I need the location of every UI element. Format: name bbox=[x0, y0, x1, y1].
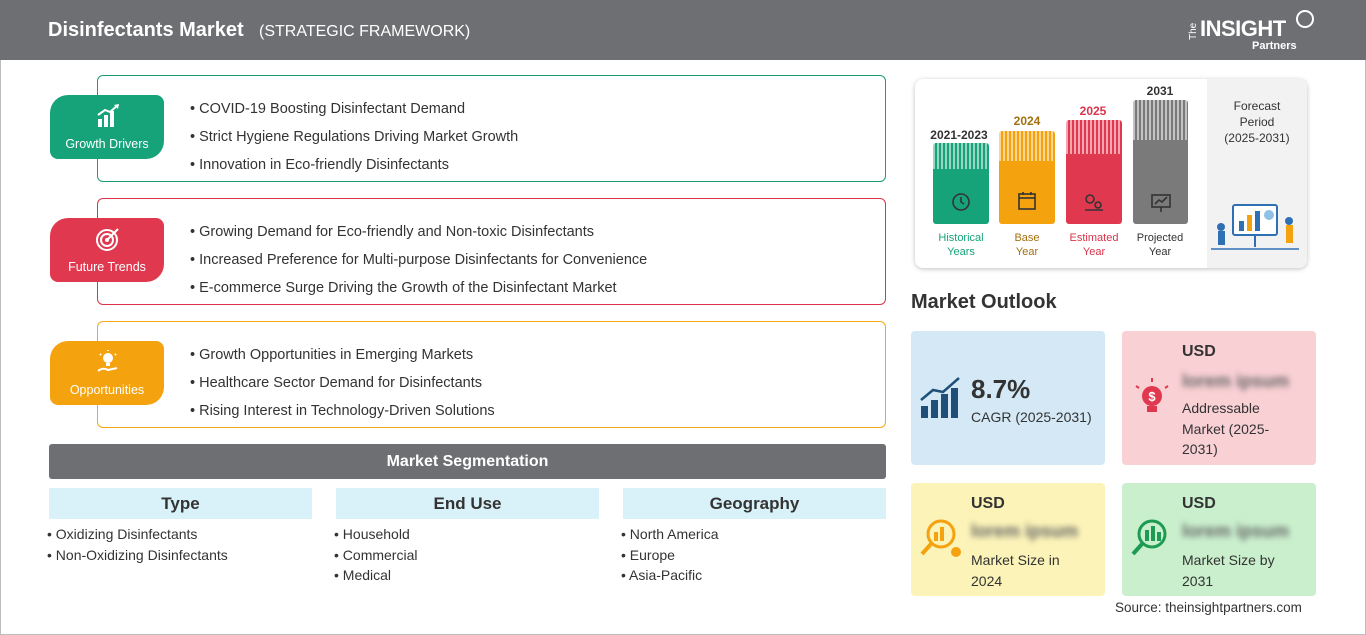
addressable-value: lorem ipsum bbox=[1182, 371, 1290, 391]
list-item: COVID-19 Boosting Disinfectant Demand bbox=[190, 95, 518, 123]
segment-heading-type: Type bbox=[49, 488, 312, 519]
future-trends-badge: Future Trends bbox=[50, 218, 164, 282]
page-subtitle: (STRATEGIC FRAMEWORK) bbox=[259, 23, 471, 40]
market-size-2031-currency: USD bbox=[1182, 495, 1216, 512]
opportunities-card: Growth Opportunities in Emerging Markets… bbox=[97, 321, 886, 428]
period-caption-base: Base Year bbox=[1014, 232, 1040, 258]
period-year-estimated: 2025 bbox=[1079, 104, 1107, 118]
target-icon bbox=[96, 228, 119, 251]
lightbulb-hand-icon bbox=[97, 350, 118, 372]
list-item: Household bbox=[334, 524, 417, 545]
period-bar-projected bbox=[1133, 100, 1188, 224]
segmentation-title: Market Segmentation bbox=[49, 444, 886, 479]
logo-insight: INSIGHT bbox=[1200, 16, 1286, 41]
bar-chart-growth-icon bbox=[97, 104, 119, 127]
gears-chart-icon bbox=[1085, 194, 1103, 211]
list-item: Medical bbox=[334, 565, 417, 586]
logo-partners: Partners bbox=[1252, 40, 1297, 52]
addressable-label: Addressable Market (2025- 2031) bbox=[1182, 400, 1270, 457]
list-item: Growth Opportunities in Emerging Markets bbox=[190, 341, 495, 369]
future-trends-card: Growing Demand for Eco-friendly and Non-… bbox=[97, 198, 886, 305]
market-size-2024-label: Market Size in 2024 bbox=[971, 552, 1060, 589]
list-item: Commercial bbox=[334, 545, 418, 566]
list-item: Oxidizing Disinfectants bbox=[47, 524, 228, 545]
source-credit[interactable]: Source: theinsightpartners.com bbox=[1115, 600, 1302, 615]
future-trends-list: Growing Demand for Eco-friendly and Non-… bbox=[190, 218, 647, 302]
list-item: North America bbox=[621, 524, 719, 545]
lightbulb-dollar-icon: $ bbox=[1135, 378, 1169, 412]
cagr-tile: 8.7% CAGR (2025-2031) bbox=[911, 331, 1105, 465]
magnifier-chart-icon bbox=[920, 519, 961, 557]
period-year-historical: 2021-2023 bbox=[930, 128, 988, 142]
period-caption-projected: Projected Year bbox=[1136, 232, 1184, 258]
market-size-2024-tile: USD lorem ipsum Market Size in 2024 bbox=[911, 483, 1105, 596]
list-item: Innovation in Eco-friendly Disinfectants bbox=[190, 151, 518, 179]
market-size-2031-tile: USD lorem ipsum Market Size by 2031 bbox=[1122, 483, 1316, 596]
list-item: Rising Interest in Technology-Driven Sol… bbox=[190, 397, 495, 425]
period-year-projected: 2031 bbox=[1146, 84, 1174, 98]
opportunities-label: Opportunities bbox=[69, 383, 145, 397]
segment-list-end-use: Household Commercial Medical bbox=[334, 524, 418, 586]
addressable-market-tile: USD lorem ipsum $ Addressable Market (20… bbox=[1122, 331, 1316, 465]
history-icon bbox=[952, 193, 970, 211]
period-bar-estimated bbox=[1066, 120, 1122, 224]
forecast-period-text: Forecast Period (2025-2031) bbox=[1224, 99, 1290, 145]
period-bar-historical bbox=[933, 143, 989, 224]
segment-heading-end-use: End Use bbox=[336, 488, 599, 519]
market-size-2031-label: Market Size by 2031 bbox=[1182, 552, 1275, 589]
list-item: Growing Demand for Eco-friendly and Non-… bbox=[190, 218, 647, 246]
period-caption-estimated: Estimated Year bbox=[1069, 232, 1119, 258]
growth-drivers-label: Growth Drivers bbox=[65, 137, 149, 151]
list-item: Increased Preference for Multi-purpose D… bbox=[190, 246, 647, 274]
opportunities-list: Growth Opportunities in Emerging Markets… bbox=[190, 341, 495, 425]
market-outlook-title: Market Outlook bbox=[911, 291, 1057, 313]
market-size-2024-value: lorem ipsum bbox=[971, 521, 1079, 541]
growth-drivers-badge: Growth Drivers bbox=[50, 95, 164, 159]
segment-heading-geography: Geography bbox=[623, 488, 886, 519]
cagr-value: 8.7% bbox=[971, 374, 1031, 404]
list-item: Asia-Pacific bbox=[621, 565, 719, 586]
list-item: Europe bbox=[621, 545, 719, 566]
future-trends-label: Future Trends bbox=[68, 260, 146, 274]
segment-list-type: Oxidizing Disinfectants Non-Oxidizing Di… bbox=[47, 524, 228, 565]
addressable-currency: USD bbox=[1182, 343, 1216, 360]
growth-drivers-list: COVID-19 Boosting Disinfectant Demand St… bbox=[190, 95, 518, 179]
growth-chart-icon bbox=[920, 377, 960, 418]
calendar-icon bbox=[1018, 192, 1036, 210]
growth-drivers-card: COVID-19 Boosting Disinfectant Demand St… bbox=[97, 75, 886, 182]
svg-text:$: $ bbox=[1148, 389, 1156, 404]
list-item: Healthcare Sector Demand for Disinfectan… bbox=[190, 369, 495, 397]
presentation-icon bbox=[1151, 194, 1171, 212]
market-size-2024-currency: USD bbox=[971, 495, 1005, 512]
segment-list-geography: North America Europe Asia-Pacific bbox=[621, 524, 719, 586]
cagr-label: CAGR (2025-2031) bbox=[971, 409, 1092, 425]
logo-ring-icon bbox=[1296, 10, 1314, 28]
period-year-base: 2024 bbox=[1013, 114, 1041, 128]
page-title: Disinfectants Market bbox=[48, 19, 244, 41]
magnifier-bars-icon bbox=[1131, 519, 1167, 556]
period-bar-base bbox=[999, 131, 1055, 224]
list-item: E-commerce Surge Driving the Growth of t… bbox=[190, 274, 647, 302]
logo-the: The bbox=[1188, 22, 1199, 40]
insight-partners-logo[interactable]: The INSIGHT Partners bbox=[1188, 10, 1318, 54]
header-bar: Disinfectants Market (STRATEGIC FRAMEWOR… bbox=[0, 0, 1366, 60]
analysts-illustration-icon bbox=[1211, 204, 1299, 250]
list-item: Strict Hygiene Regulations Driving Marke… bbox=[190, 123, 518, 151]
period-caption-historical: Historical Years bbox=[938, 232, 984, 258]
timeline-panel: 2021-2023 Historical Years 2024 Base Yea… bbox=[915, 79, 1307, 268]
opportunities-badge: Opportunities bbox=[50, 341, 164, 405]
list-item: Non-Oxidizing Disinfectants bbox=[47, 545, 228, 566]
market-size-2031-value: lorem ipsum bbox=[1182, 521, 1290, 541]
